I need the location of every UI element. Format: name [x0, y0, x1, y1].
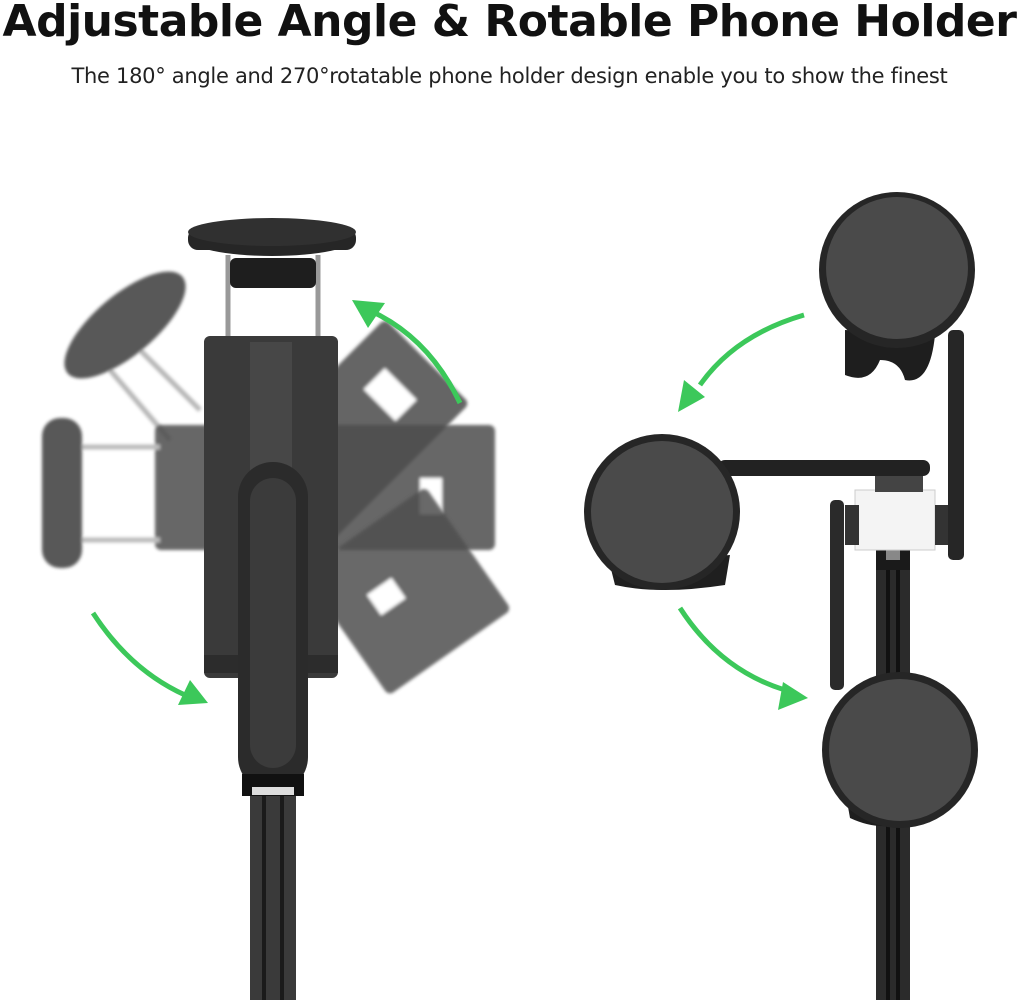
arrow-down-green-icon [90, 611, 187, 698]
arrow-up-green-icon [373, 310, 463, 405]
arrow-down-green-head-icon [178, 680, 208, 705]
ghost-holder-down-right [304, 489, 510, 694]
main-holder-upright [188, 218, 356, 1000]
arrow-down-left-green-icon [697, 312, 805, 387]
left-holder-illustration [42, 218, 510, 1000]
arrow-down-right-green-icon [677, 606, 786, 693]
arrow-down-right-green-head-icon [778, 682, 808, 710]
page-title: Adjustable Angle & Rotable Phone Holder [2, 0, 1017, 47]
page-subtitle: The 180° angle and 270°rotatable phone h… [71, 64, 948, 88]
arrow-up-green-head-icon [352, 300, 385, 328]
arrow-down-left-green-head-icon [678, 380, 705, 412]
right-holder-illustration [584, 192, 978, 1000]
